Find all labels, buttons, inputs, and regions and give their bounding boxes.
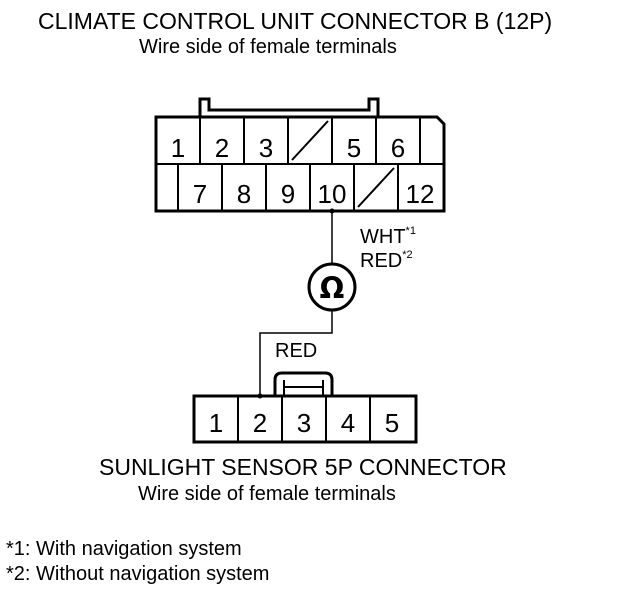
- ohmmeter-icon: Ω: [307, 262, 357, 312]
- footnote-1: *1: With navigation system: [6, 538, 242, 560]
- wire-color-label-1: WHT*1: [360, 225, 416, 248]
- upper-pin-1: 1: [171, 133, 185, 163]
- lower-pin-4: 4: [341, 408, 355, 438]
- upper-pin-6: 6: [391, 133, 405, 163]
- upper-connector: [154, 97, 446, 213]
- lower-connector-subtitle: Wire side of female terminals: [138, 483, 396, 505]
- lower-pin-2: 2: [253, 408, 267, 438]
- upper-connector-subtitle: Wire side of female terminals: [139, 36, 397, 58]
- unused-cavity-4: [291, 120, 329, 161]
- upper-connector-title: CLIMATE CONTROL UNIT CONNECTOR B (12P): [38, 8, 553, 34]
- upper-pin-7: 7: [193, 179, 207, 209]
- upper-pin-2: 2: [215, 133, 229, 163]
- upper-pin-9: 9: [281, 179, 295, 209]
- ohm-symbol: Ω: [320, 271, 345, 305]
- wire-color-label-lower: RED: [275, 340, 318, 362]
- upper-pin-10: 10: [318, 179, 347, 209]
- terminal-dot-10: [329, 208, 335, 214]
- upper-pin-8: 8: [237, 179, 251, 209]
- note-mark-1: *1: [405, 225, 416, 237]
- note-mark-2: *2: [402, 249, 413, 261]
- wire-color-red: RED: [360, 250, 403, 272]
- lower-connector-title: SUNLIGHT SENSOR 5P CONNECTOR: [99, 454, 507, 480]
- unused-cavity-11: [357, 167, 395, 208]
- footnote-2: *2: Without navigation system: [6, 563, 270, 585]
- upper-pin-3: 3: [259, 133, 273, 163]
- wire-lower: [259, 310, 333, 396]
- lower-pin-1: 1: [209, 408, 223, 438]
- lower-pin-5: 5: [385, 408, 399, 438]
- upper-pin-5: 5: [347, 133, 361, 163]
- lower-pin-3: 3: [297, 408, 311, 438]
- upper-pin-12: 12: [406, 179, 435, 209]
- wire-color-wht: WHT: [360, 226, 406, 248]
- wire-color-label-2: RED*2: [360, 249, 413, 272]
- lower-connector: [192, 371, 418, 444]
